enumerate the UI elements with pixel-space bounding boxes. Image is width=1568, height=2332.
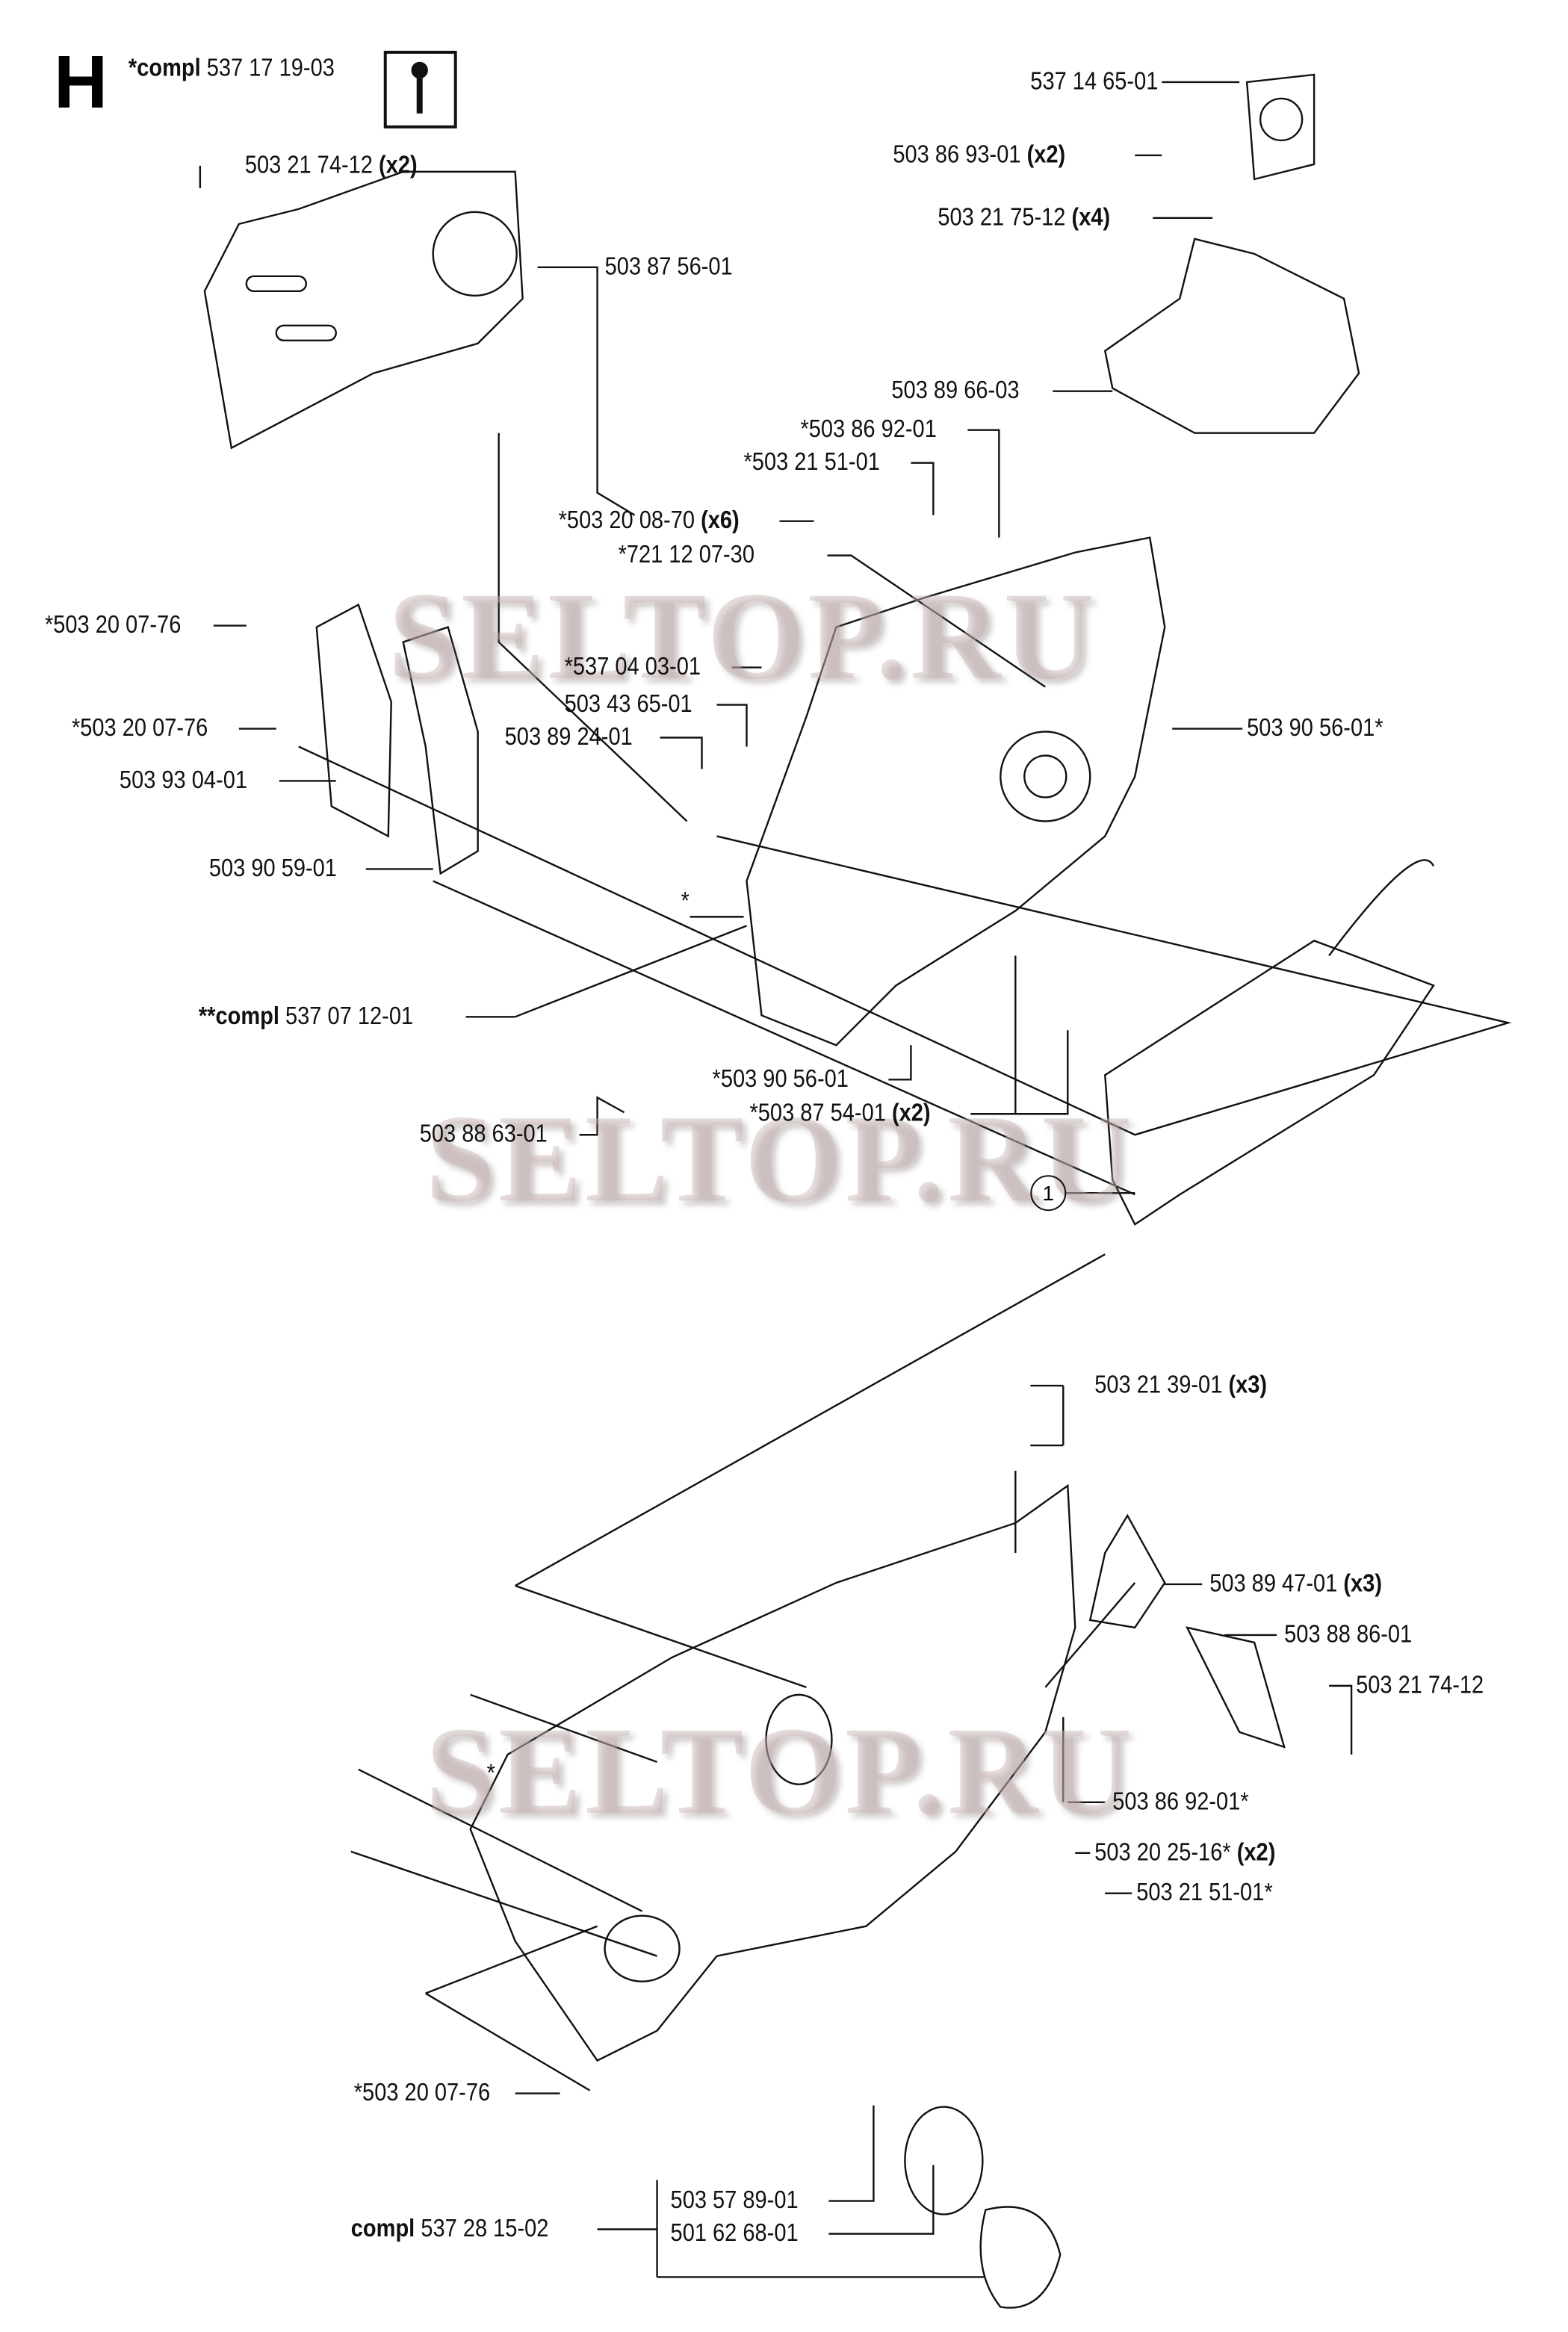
part-label: 503 88 63-01 <box>419 1120 548 1148</box>
part-label: *503 20 08-70 (x6) <box>558 507 740 535</box>
section-letter: H <box>53 40 108 124</box>
part-label: 503 20 25-16* (x2) <box>1094 1839 1276 1867</box>
part-label: 503 21 39-01 (x3) <box>1094 1371 1268 1399</box>
part-label: *503 20 07-76 <box>353 2080 491 2107</box>
part-label: *503 20 07-76 <box>71 715 208 742</box>
assembly-label: **compl 537 07 12-01 <box>198 1002 414 1030</box>
part-label: *537 04 03-01 <box>564 654 701 681</box>
star-marker: * <box>486 1760 495 1787</box>
part-label: 503 90 59-01 <box>208 855 337 882</box>
crankcase <box>746 536 1166 1046</box>
wrench-icon-box <box>383 50 457 128</box>
part-label: 503 57 89-01 <box>670 2187 799 2215</box>
part-label: *503 20 07-76 <box>44 612 182 639</box>
part-label: 503 21 75-12 (x4) <box>938 204 1111 232</box>
part-label: 503 87 56-01 <box>604 253 733 281</box>
chain-guard-cover <box>203 170 524 450</box>
part-label: 503 93 04-01 <box>119 766 248 794</box>
star-marker: * <box>681 887 690 915</box>
part-label: 503 21 74-12 (x2) <box>244 152 418 179</box>
callout-1: 1 <box>1030 1175 1067 1212</box>
part-label: 503 43 65-01 <box>564 691 692 719</box>
kit-label: *compl 537 17 19-03 <box>128 55 335 82</box>
watermark: SELTOP.RU <box>425 1090 1135 1229</box>
part-label: 503 90 56-01* <box>1247 715 1383 742</box>
part-label: *721 12 07-30 <box>618 542 754 569</box>
leader-lines <box>199 81 1512 2278</box>
filter-grommet <box>1245 73 1316 181</box>
part-label: 503 21 51-01* <box>1136 1879 1273 1907</box>
side-covers <box>1088 1513 1286 1749</box>
part-label: 537 14 65-01 <box>1030 68 1159 96</box>
clutch-cover-plate <box>315 603 479 875</box>
wrench-icon <box>411 61 428 114</box>
part-label: 501 62 68-01 <box>670 2220 799 2247</box>
part-label: *503 21 51-01 <box>743 449 880 477</box>
part-label: 503 86 93-01 (x2) <box>893 141 1066 169</box>
watermark: SELTOP.RU <box>388 567 1097 707</box>
part-label: *503 87 54-01 (x2) <box>749 1100 931 1127</box>
part-label: 503 89 24-01 <box>504 724 633 751</box>
assembly-label: compl 537 28 15-02 <box>350 2215 549 2242</box>
part-label: 503 88 86-01 <box>1284 1621 1413 1649</box>
fuel-cap <box>904 2106 1062 2309</box>
part-label: 503 21 74-12 <box>1356 1672 1484 1699</box>
part-label: 503 89 47-01 (x3) <box>1209 1570 1382 1598</box>
gasket <box>1104 859 1435 1226</box>
tank-housing <box>469 1483 1076 2062</box>
watermark: SELTOP.RU <box>425 1702 1135 1841</box>
air-filter-holder <box>1103 238 1360 434</box>
part-label: 503 86 92-01* <box>1112 1788 1249 1816</box>
part-label: *503 86 92-01 <box>800 416 937 444</box>
part-label: *503 90 56-01 <box>712 1065 849 1093</box>
part-label: 503 89 66-03 <box>891 377 1020 405</box>
